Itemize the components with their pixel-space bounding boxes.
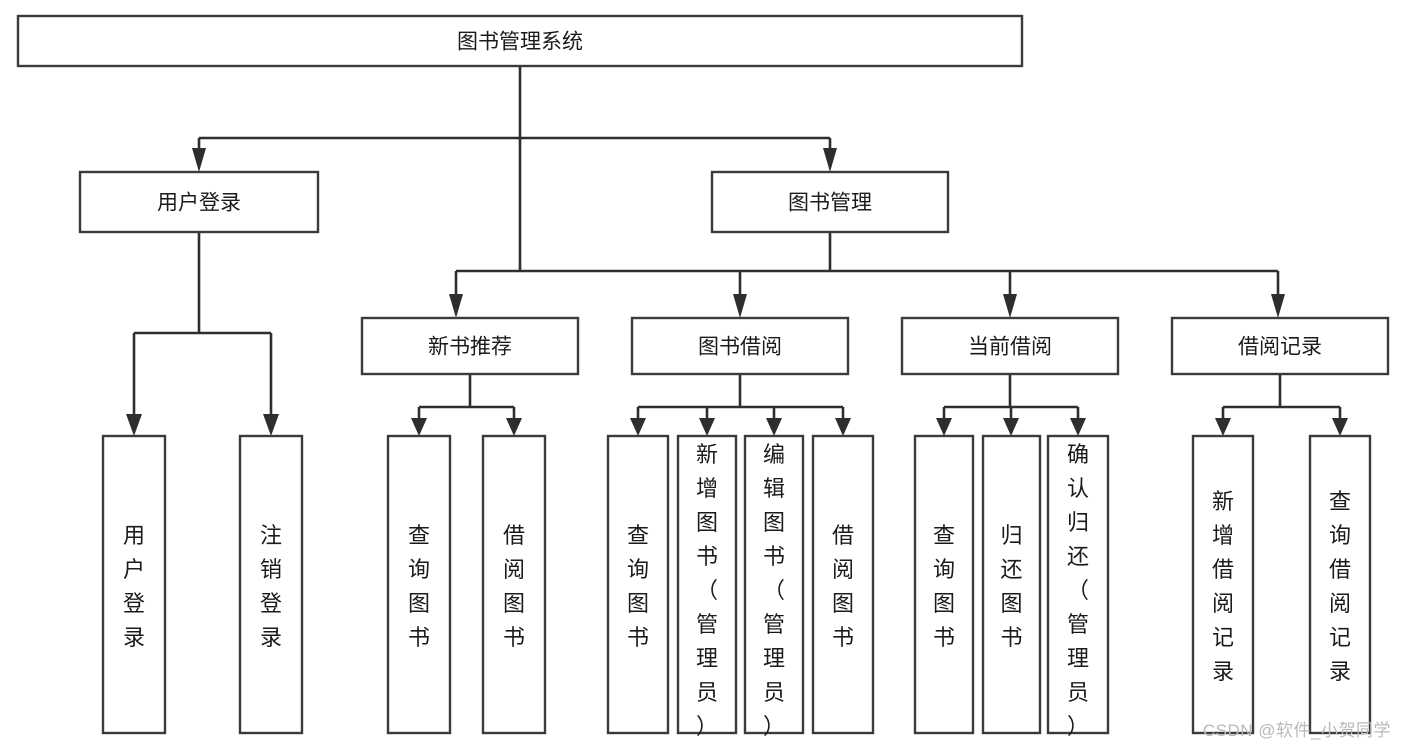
leaf-node[interactable]: 归还图书 [981, 434, 1042, 735]
leaf-node-box [981, 434, 1042, 735]
arrow-icon-record-leaf-2 [1332, 418, 1348, 436]
arrow-icon-borrow-leaf-1 [630, 418, 646, 436]
csdn-watermark: CSDN @软件_小贺同学 [1202, 721, 1391, 740]
arrow-icon-record-leaf-1 [1215, 418, 1231, 436]
leaf-node[interactable]: 查询借阅记录 [1308, 434, 1372, 735]
leaf-node-box [811, 434, 875, 735]
leaf-node[interactable]: 用户登录 [101, 434, 167, 735]
leaf-node-box [913, 434, 975, 735]
arrow-icon-to-newbook [449, 294, 463, 318]
node-book-borrow-label: 图书借阅 [698, 336, 782, 359]
arrow-icon-to-bookborrow [733, 294, 747, 318]
node-current-borrow[interactable]: 当前借阅 [900, 316, 1120, 376]
leaf-node-label: 查询借阅记录 [1329, 489, 1351, 684]
leaf-node-layer: 用户登录 注销登录 查询图书 借阅图书 查询图书 新增图书（管理员） 编辑图书（管理员） 借阅… [101, 434, 1372, 739]
leaf-node[interactable]: 借阅图书 [481, 434, 547, 735]
leaf-node-box [743, 434, 805, 735]
leaf-node-label: 查询图书 [627, 523, 649, 650]
arrow-icon-borrow-leaf-3 [766, 418, 782, 436]
node-user-login-box [78, 170, 320, 234]
leaf-node-box [238, 434, 304, 735]
arrow-icon-current-leaf-3 [1070, 418, 1086, 436]
leaf-node-label: 用户登录 [123, 523, 145, 650]
leaf-node-box [676, 434, 738, 735]
node-root-box [16, 14, 1024, 68]
leaf-node-box [1308, 434, 1372, 735]
arrow-icon-to-leaf-user-login [126, 414, 142, 436]
node-root-label: 图书管理系统 [457, 31, 583, 54]
leaf-node[interactable]: 确认归还（管理员） [1046, 434, 1110, 739]
leaf-node-label: 新增图书（管理员） [696, 442, 718, 739]
connector-layer [132, 66, 1342, 420]
leaf-node[interactable]: 编辑图书（管理员） [743, 434, 805, 739]
leaf-node-label: 查询图书 [408, 523, 430, 650]
arrow-icon-to-leaf-logout [263, 414, 279, 436]
node-borrow-record-box [1170, 316, 1390, 376]
node-current-borrow-box [900, 316, 1120, 376]
node-new-book-recommend-box [360, 316, 580, 376]
node-book-management-box [710, 170, 950, 234]
node-borrow-record[interactable]: 借阅记录 [1170, 316, 1390, 376]
leaf-node-label: 归还图书 [1000, 523, 1022, 650]
leaf-node-box [1046, 434, 1110, 735]
arrow-icon-to-book-mgmt [823, 148, 837, 172]
node-user-login-label: 用户登录 [157, 192, 241, 215]
node-user-login[interactable]: 用户登录 [78, 170, 320, 234]
arrow-icon-newbook-leaf-2 [506, 418, 522, 436]
leaf-node[interactable]: 新增图书（管理员） [676, 434, 738, 739]
leaf-node-box [386, 434, 452, 735]
node-new-book-recommend[interactable]: 新书推荐 [360, 316, 580, 376]
node-book-borrow-box [630, 316, 850, 376]
leaf-node-label: 查询图书 [933, 523, 955, 650]
leaf-node-label: 注销登录 [260, 523, 282, 650]
node-current-borrow-label: 当前借阅 [968, 336, 1052, 359]
arrow-icon-to-user-login [192, 148, 206, 172]
arrowhead-layer [126, 148, 1348, 436]
leaf-node-label: 编辑图书（管理员） [763, 442, 785, 739]
node-new-book-recommend-label: 新书推荐 [428, 336, 512, 359]
arrow-icon-borrow-leaf-2 [699, 418, 715, 436]
leaf-node[interactable]: 查询图书 [606, 434, 670, 735]
leaf-node-box [1191, 434, 1255, 735]
arrow-icon-to-borrow-record [1271, 294, 1285, 318]
node-book-borrow[interactable]: 图书借阅 [630, 316, 850, 376]
leaf-node[interactable]: 借阅图书 [811, 434, 875, 735]
leaf-node-label: 新增借阅记录 [1212, 489, 1234, 684]
leaf-node[interactable]: 查询图书 [913, 434, 975, 735]
leaf-node[interactable]: 查询图书 [386, 434, 452, 735]
leaf-node-box [481, 434, 547, 735]
arrow-icon-to-current-borrow [1003, 294, 1017, 318]
node-root-book-management-system[interactable]: 图书管理系统 [16, 14, 1024, 68]
arrow-icon-newbook-leaf-1 [411, 418, 427, 436]
arrow-icon-current-leaf-2 [1003, 418, 1019, 436]
leaf-node-label: 借阅图书 [832, 523, 854, 650]
leaf-node[interactable]: 注销登录 [238, 434, 304, 735]
leaf-node-box [101, 434, 167, 735]
leaf-node-label: 借阅图书 [503, 523, 525, 650]
node-book-management-label: 图书管理 [788, 192, 872, 215]
leaf-node-box [606, 434, 670, 735]
leaf-node[interactable]: 新增借阅记录 [1191, 434, 1255, 735]
node-borrow-record-label: 借阅记录 [1238, 336, 1322, 359]
arrow-icon-current-leaf-1 [936, 418, 952, 436]
arrow-icon-borrow-leaf-4 [835, 418, 851, 436]
leaf-node-label: 确认归还（管理员） [1067, 442, 1089, 739]
node-book-management[interactable]: 图书管理 [710, 170, 950, 234]
